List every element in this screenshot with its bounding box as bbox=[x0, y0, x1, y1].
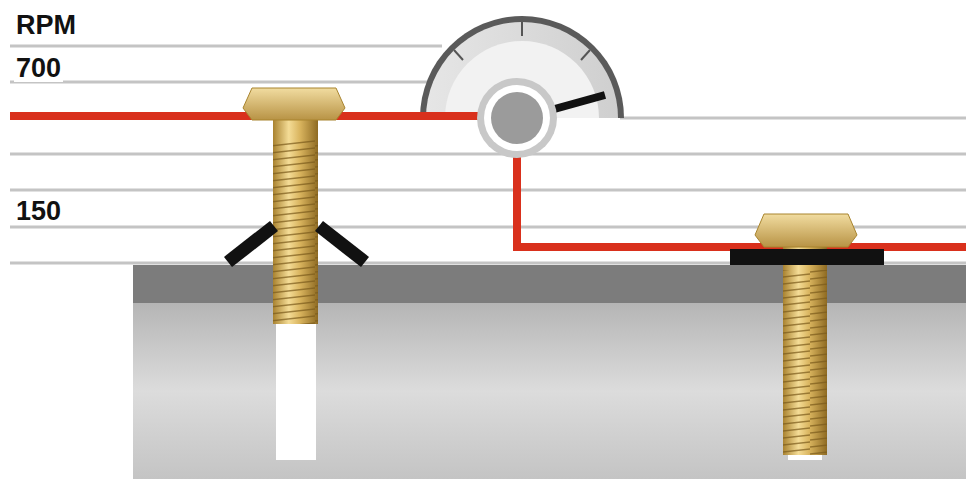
axis-unit: RPM bbox=[14, 12, 78, 39]
rpm-gauge bbox=[420, 16, 624, 158]
seated-bolt bbox=[730, 214, 884, 455]
bolt-hole bbox=[276, 303, 316, 460]
plate-top bbox=[133, 265, 966, 303]
base-plate bbox=[133, 303, 966, 479]
loose-bolt bbox=[228, 88, 365, 324]
axis-value: 150 bbox=[14, 198, 63, 225]
axis-value: 700 bbox=[14, 55, 63, 82]
